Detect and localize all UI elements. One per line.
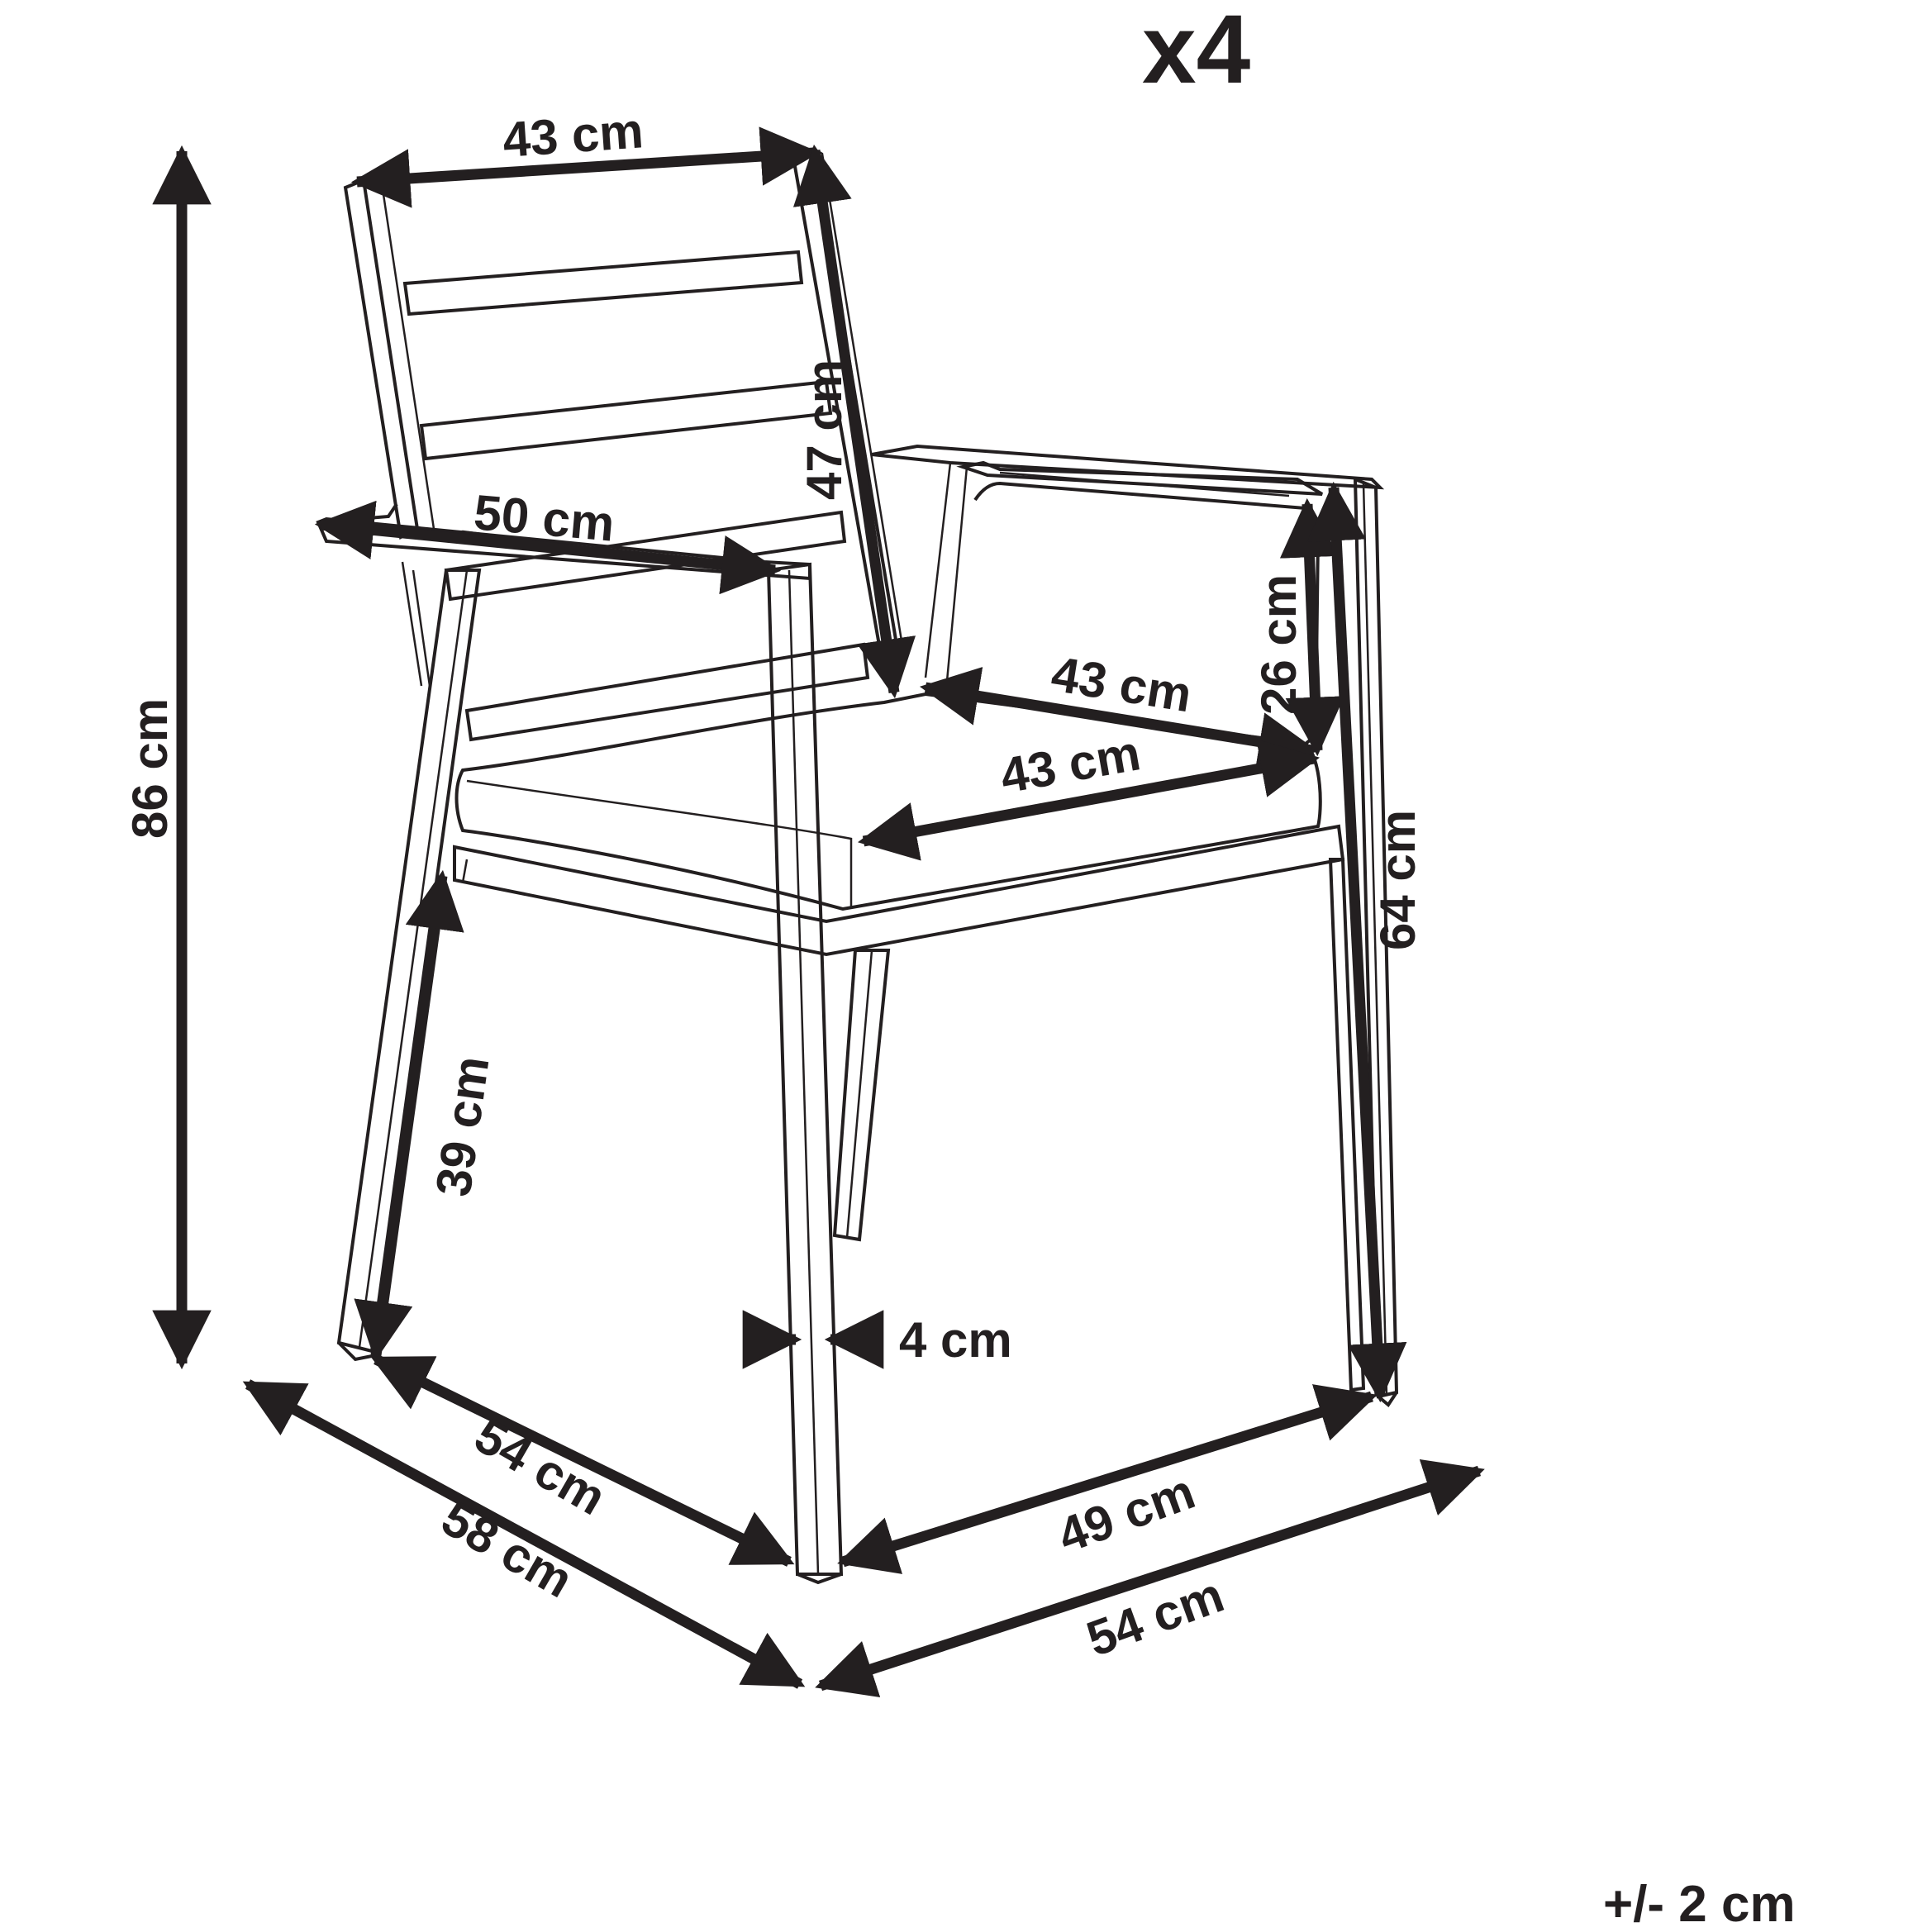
dim-arrow-total-width: [815, 1459, 1485, 1698]
label-armrest-length: 50 cm: [472, 484, 616, 552]
dimension-arrows: [152, 126, 1485, 1698]
label-seat-height: 39 cm: [426, 1053, 500, 1200]
chair-drawing: [316, 146, 1399, 1585]
dim-arrow-total-depth: [242, 1379, 806, 1689]
label-total-height: 86 cm: [122, 698, 178, 839]
dim-arrow-seat-height: [354, 869, 464, 1362]
tolerance-label: +/- 2 cm: [1603, 1876, 1796, 1932]
label-backrest-height: 47 cm: [797, 359, 852, 500]
dim-arrow-armrest-length: [314, 500, 782, 595]
dim-arrow-armrest-height: [1306, 481, 1407, 1403]
label-backrest-width: 43 cm: [501, 102, 645, 168]
quantity-label: x4: [1142, 0, 1250, 104]
dim-arrow-seat-depth: [857, 739, 1321, 861]
label-armrest-above-seat: 26 cm: [1251, 574, 1306, 715]
dim-arrow-backrest-height: [792, 144, 916, 699]
dim-arrow-backrest-width: [350, 126, 821, 208]
label-armrest-height: 64 cm: [1370, 810, 1425, 950]
label-leg-thickness: 4 cm: [899, 1312, 1012, 1368]
dim-arrow-armrest-above-seat: [1279, 497, 1345, 757]
